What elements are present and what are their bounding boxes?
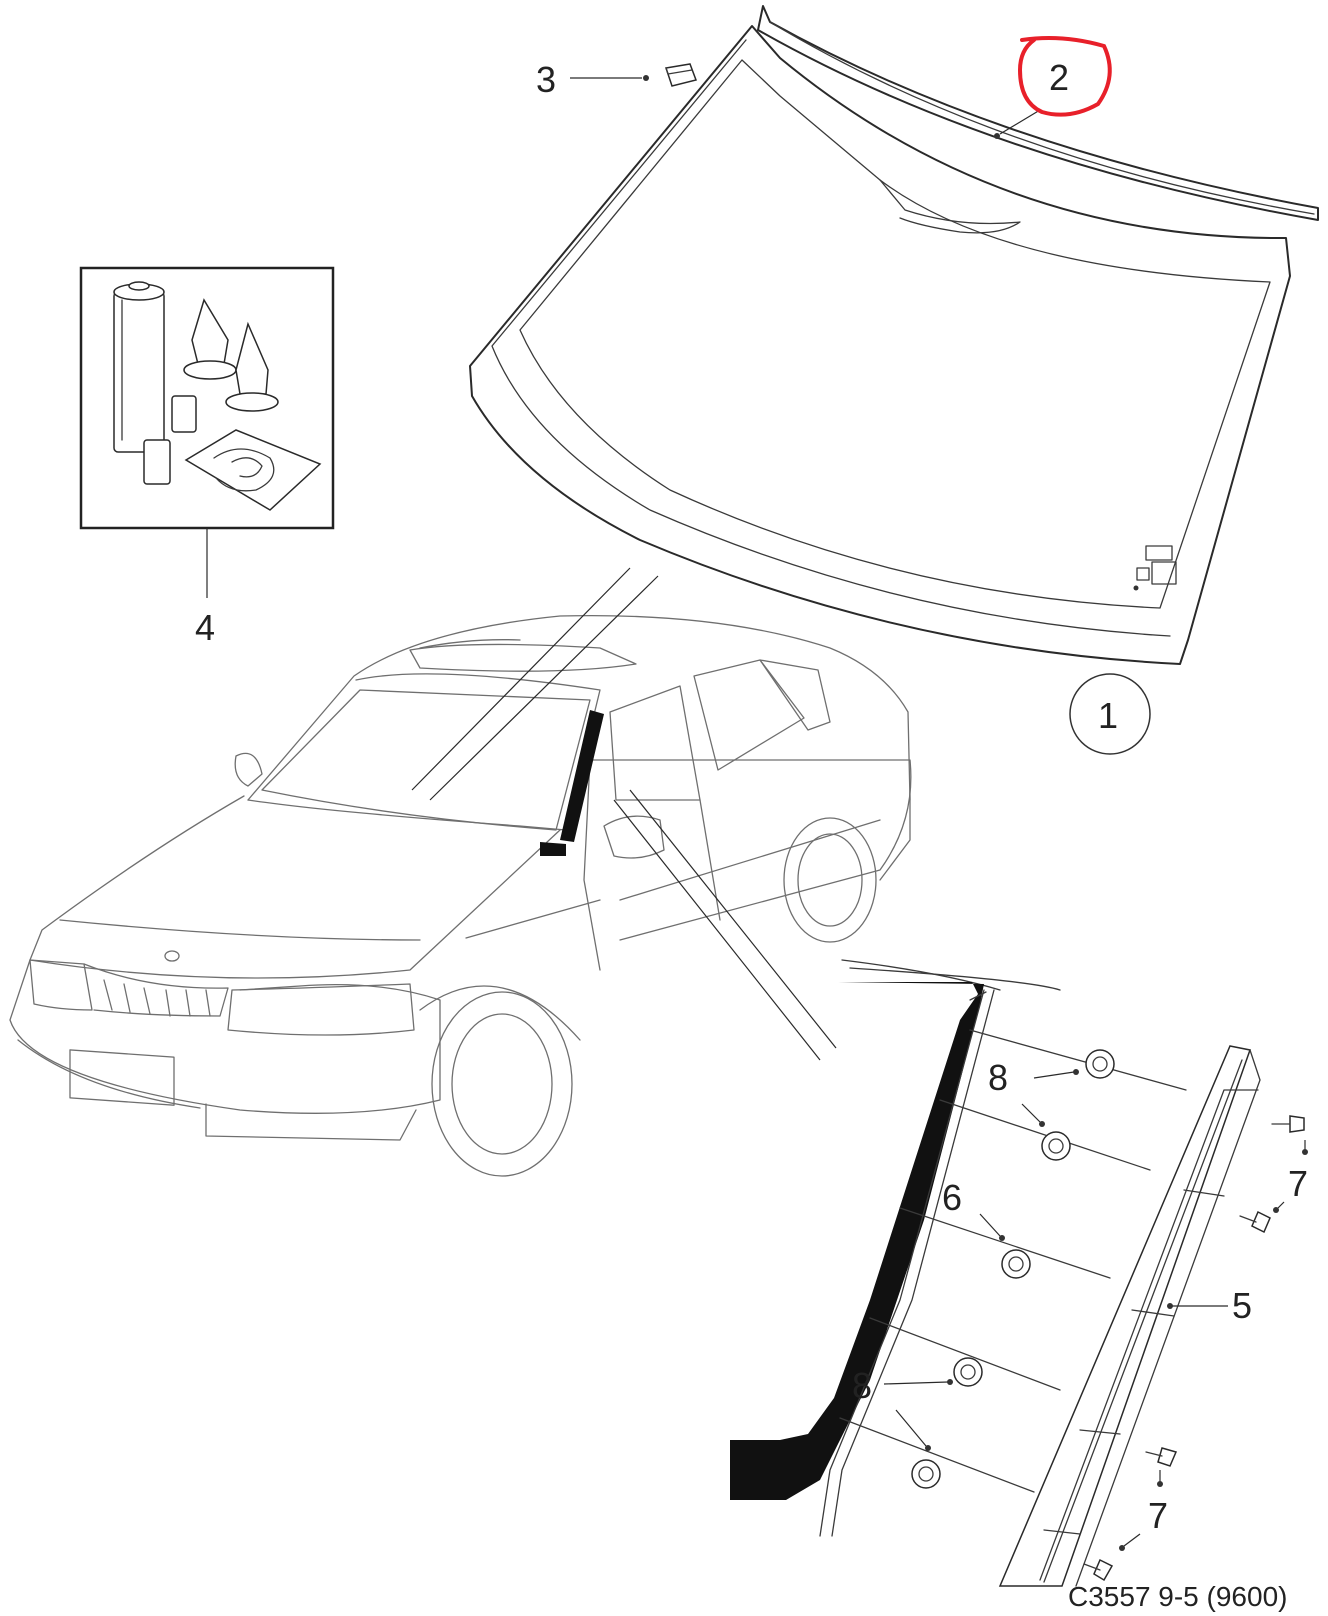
callout-7-lower: 7 (1148, 1495, 1168, 1536)
clip-3 (1001, 1249, 1031, 1279)
screw-1 (1271, 1115, 1305, 1133)
clip-2 (1041, 1131, 1071, 1161)
callout-4: 4 (195, 607, 215, 648)
callout-3: 3 (536, 59, 556, 100)
callout-1: 1 (1098, 695, 1118, 736)
clip-5 (911, 1459, 941, 1489)
callout-7-upper: 7 (1288, 1163, 1308, 1204)
callout-6: 6 (942, 1177, 962, 1218)
highlight-circle (1017, 36, 1112, 117)
clip-1 (1085, 1049, 1115, 1079)
repair-kit-box (79, 266, 335, 530)
windshield (469, 5, 1319, 665)
screw-4 (1083, 1558, 1114, 1582)
clip-4 (953, 1357, 983, 1387)
callout-8-lower: 8 (852, 1365, 872, 1406)
pillar-detail (730, 959, 1308, 1587)
car-illustration (9, 614, 912, 1177)
mirror-bracket-part (570, 63, 697, 87)
diagram-caption: C3557 9-5 (9600) (1068, 1581, 1287, 1612)
screw-3 (1145, 1447, 1178, 1467)
callout-1-circle (1069, 673, 1151, 755)
callout-5: 5 (1232, 1285, 1252, 1326)
screw-2 (1239, 1210, 1271, 1234)
callout-2: 2 (1049, 57, 1069, 98)
callout-8-upper: 8 (988, 1057, 1008, 1098)
